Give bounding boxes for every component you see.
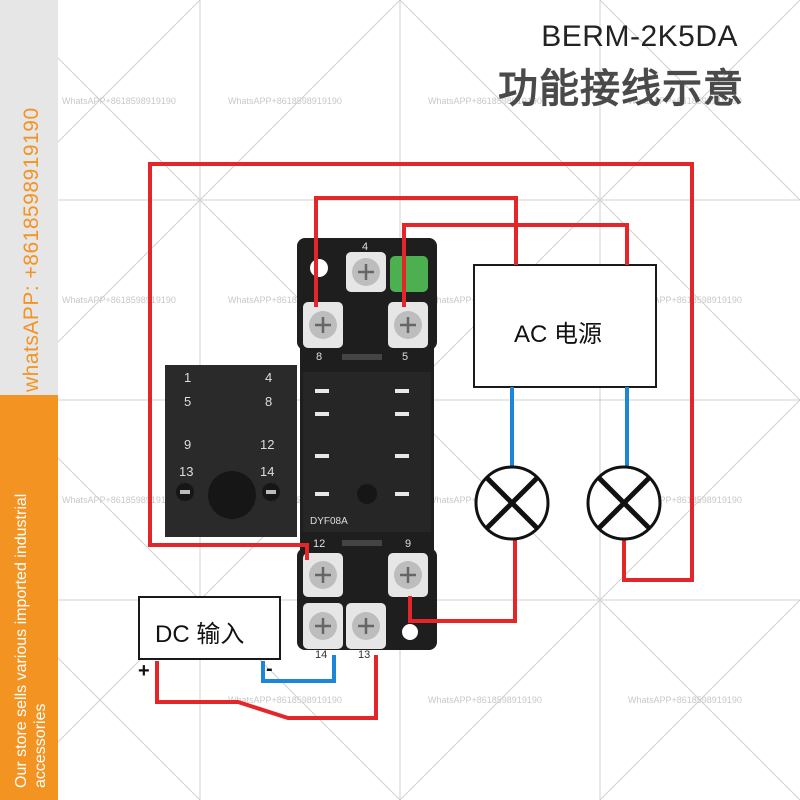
watermark: WhatsAPP+8618598919190 [628,495,742,505]
dc-minus-sign: - [266,658,273,680]
dc-input-box [138,596,281,660]
terminal-label-8: 8 [316,351,323,363]
terminal-label-14: 14 [315,649,328,661]
watermark: WhatsAPP+8618598919190 [428,695,542,705]
ac-power-label: AC 电源 [514,321,603,348]
sidebar: whatsAPP: +8618598919190 Our store sells… [0,0,58,800]
watermark: WhatsAPP+8618598919190 [628,695,742,705]
relay-pin-5: 5 [184,394,192,409]
relay-pin-14: 14 [260,464,275,479]
lamp-2 [586,465,662,541]
sidebar-top-panel [0,0,58,395]
watermark: WhatsAPP+8618598919190 [62,495,176,505]
watermark: WhatsAPP+8618598919190 [628,96,742,106]
relay-module [165,365,297,537]
terminal-label-4: 4 [362,241,369,253]
relay-pin-12: 12 [260,437,275,452]
watermark: WhatsAPP+8618598919190 [228,695,342,705]
relay-pin-8: 8 [265,394,273,409]
watermark: WhatsAPP+8618598919190 [628,295,742,305]
dc-plus-sign: + [138,660,150,682]
watermark: WhatsAPP+8618598919190 [62,96,176,106]
relay-pin-13: 13 [179,464,194,479]
watermark: WhatsAPP+8618598919190 [228,295,342,305]
terminal-label-12: 12 [313,538,326,550]
terminal-label-13: 13 [358,649,371,661]
base-model-label: DYF08A [310,516,348,527]
watermark: WhatsAPP+8618598919190 [62,295,176,305]
dc-input-label: DC 输入 [155,621,245,648]
blue-wires [261,387,629,683]
lamp-1 [474,465,550,541]
red-wires [148,162,694,720]
relay-pin-1: 1 [184,370,192,385]
terminal-label-9: 9 [405,538,412,550]
ac-power-box [473,264,657,388]
screw-terminals [303,252,428,649]
relay-pin-4: 4 [265,370,273,385]
watermark: WhatsAPP+8618598919190 [428,96,542,106]
watermark: WhatsAPP+8618598919190 [228,96,342,106]
diagram-title: 功能接线示意 [498,66,744,112]
relay-pin-9: 9 [184,437,192,452]
sidebar-bottom-panel [0,395,58,800]
model-number: BERM-2K5DA [541,20,738,53]
terminal-label-5: 5 [402,351,409,363]
